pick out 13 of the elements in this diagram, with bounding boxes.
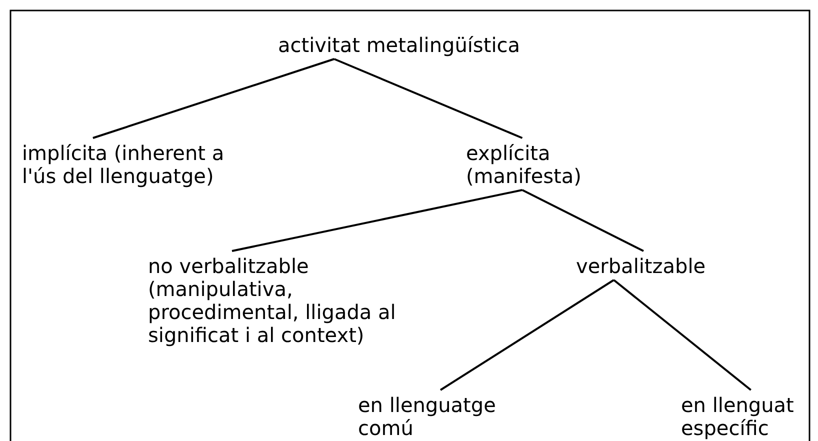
connector-line (232, 189, 522, 252)
node-label: en llenguatge comú (358, 394, 497, 440)
node-label: no verbalitzable (manipulativa, procedimental, lligada al significat i al context) (148, 255, 397, 347)
connector-line (522, 189, 644, 252)
node-label: implícita (inherent a l'ús del llenguatge) (22, 142, 226, 188)
connector-line (613, 279, 752, 391)
node-label: en llenguat específic (681, 394, 795, 440)
node-label: verbalitzable (576, 255, 707, 278)
node-label: activitat metalingüística (276, 34, 521, 57)
connector-line (440, 279, 614, 391)
connector-line (334, 58, 523, 139)
connector-line (92, 58, 335, 139)
node-label: explícita (manifesta) (466, 142, 582, 188)
